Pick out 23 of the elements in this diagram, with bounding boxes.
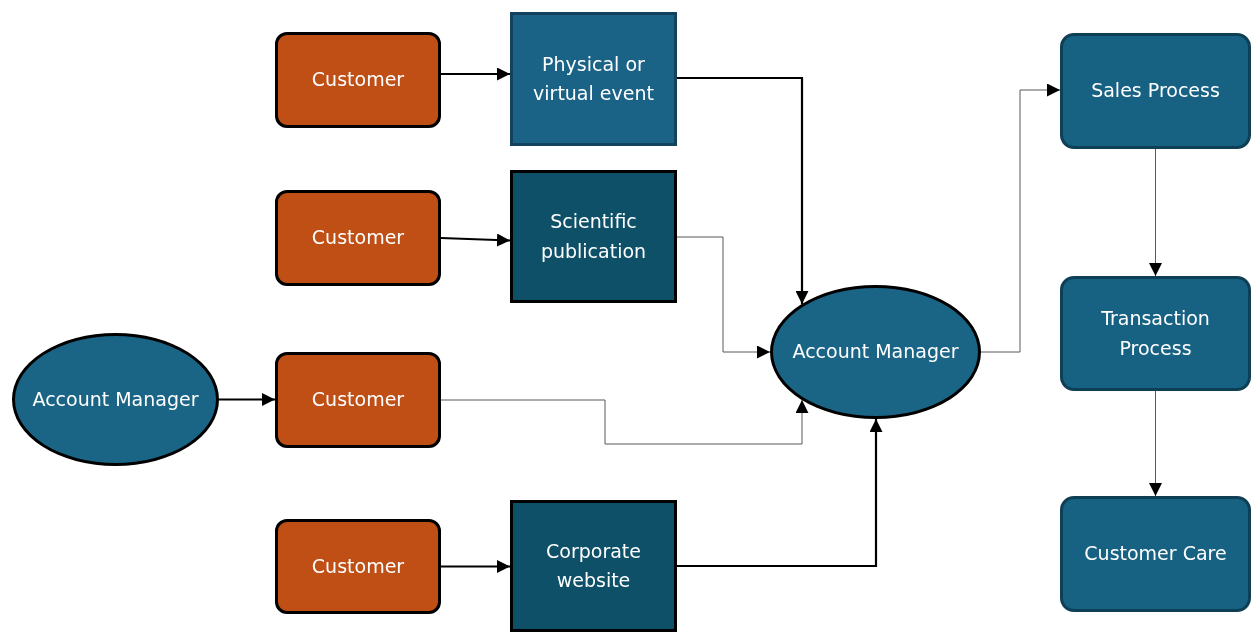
arrow xyxy=(441,560,510,573)
arrow xyxy=(1149,390,1162,497)
arrow xyxy=(440,399,809,445)
channel-box: Physical or virtual event xyxy=(510,12,677,146)
customer-box: Customer xyxy=(275,519,441,614)
customer-box: Customer xyxy=(275,190,441,286)
channel-box: Scientific publication xyxy=(510,170,677,303)
arrow xyxy=(980,83,1061,353)
arrow xyxy=(677,76,809,304)
process-box: Sales Process xyxy=(1060,33,1251,149)
arrow xyxy=(219,393,275,406)
role-ellipse: Account Manager xyxy=(12,333,219,466)
customer-box: Customer xyxy=(275,32,441,128)
customer-box: Customer xyxy=(275,352,441,448)
process-box: Transaction Process xyxy=(1060,276,1251,391)
channel-box: Corporate website xyxy=(510,500,677,632)
role-ellipse: Account Manager xyxy=(770,285,981,419)
arrow xyxy=(440,233,511,247)
arrow xyxy=(441,67,510,81)
arrow xyxy=(677,419,883,568)
arrow xyxy=(676,236,771,359)
process-box: Customer Care xyxy=(1060,496,1251,612)
arrow xyxy=(1149,148,1162,277)
